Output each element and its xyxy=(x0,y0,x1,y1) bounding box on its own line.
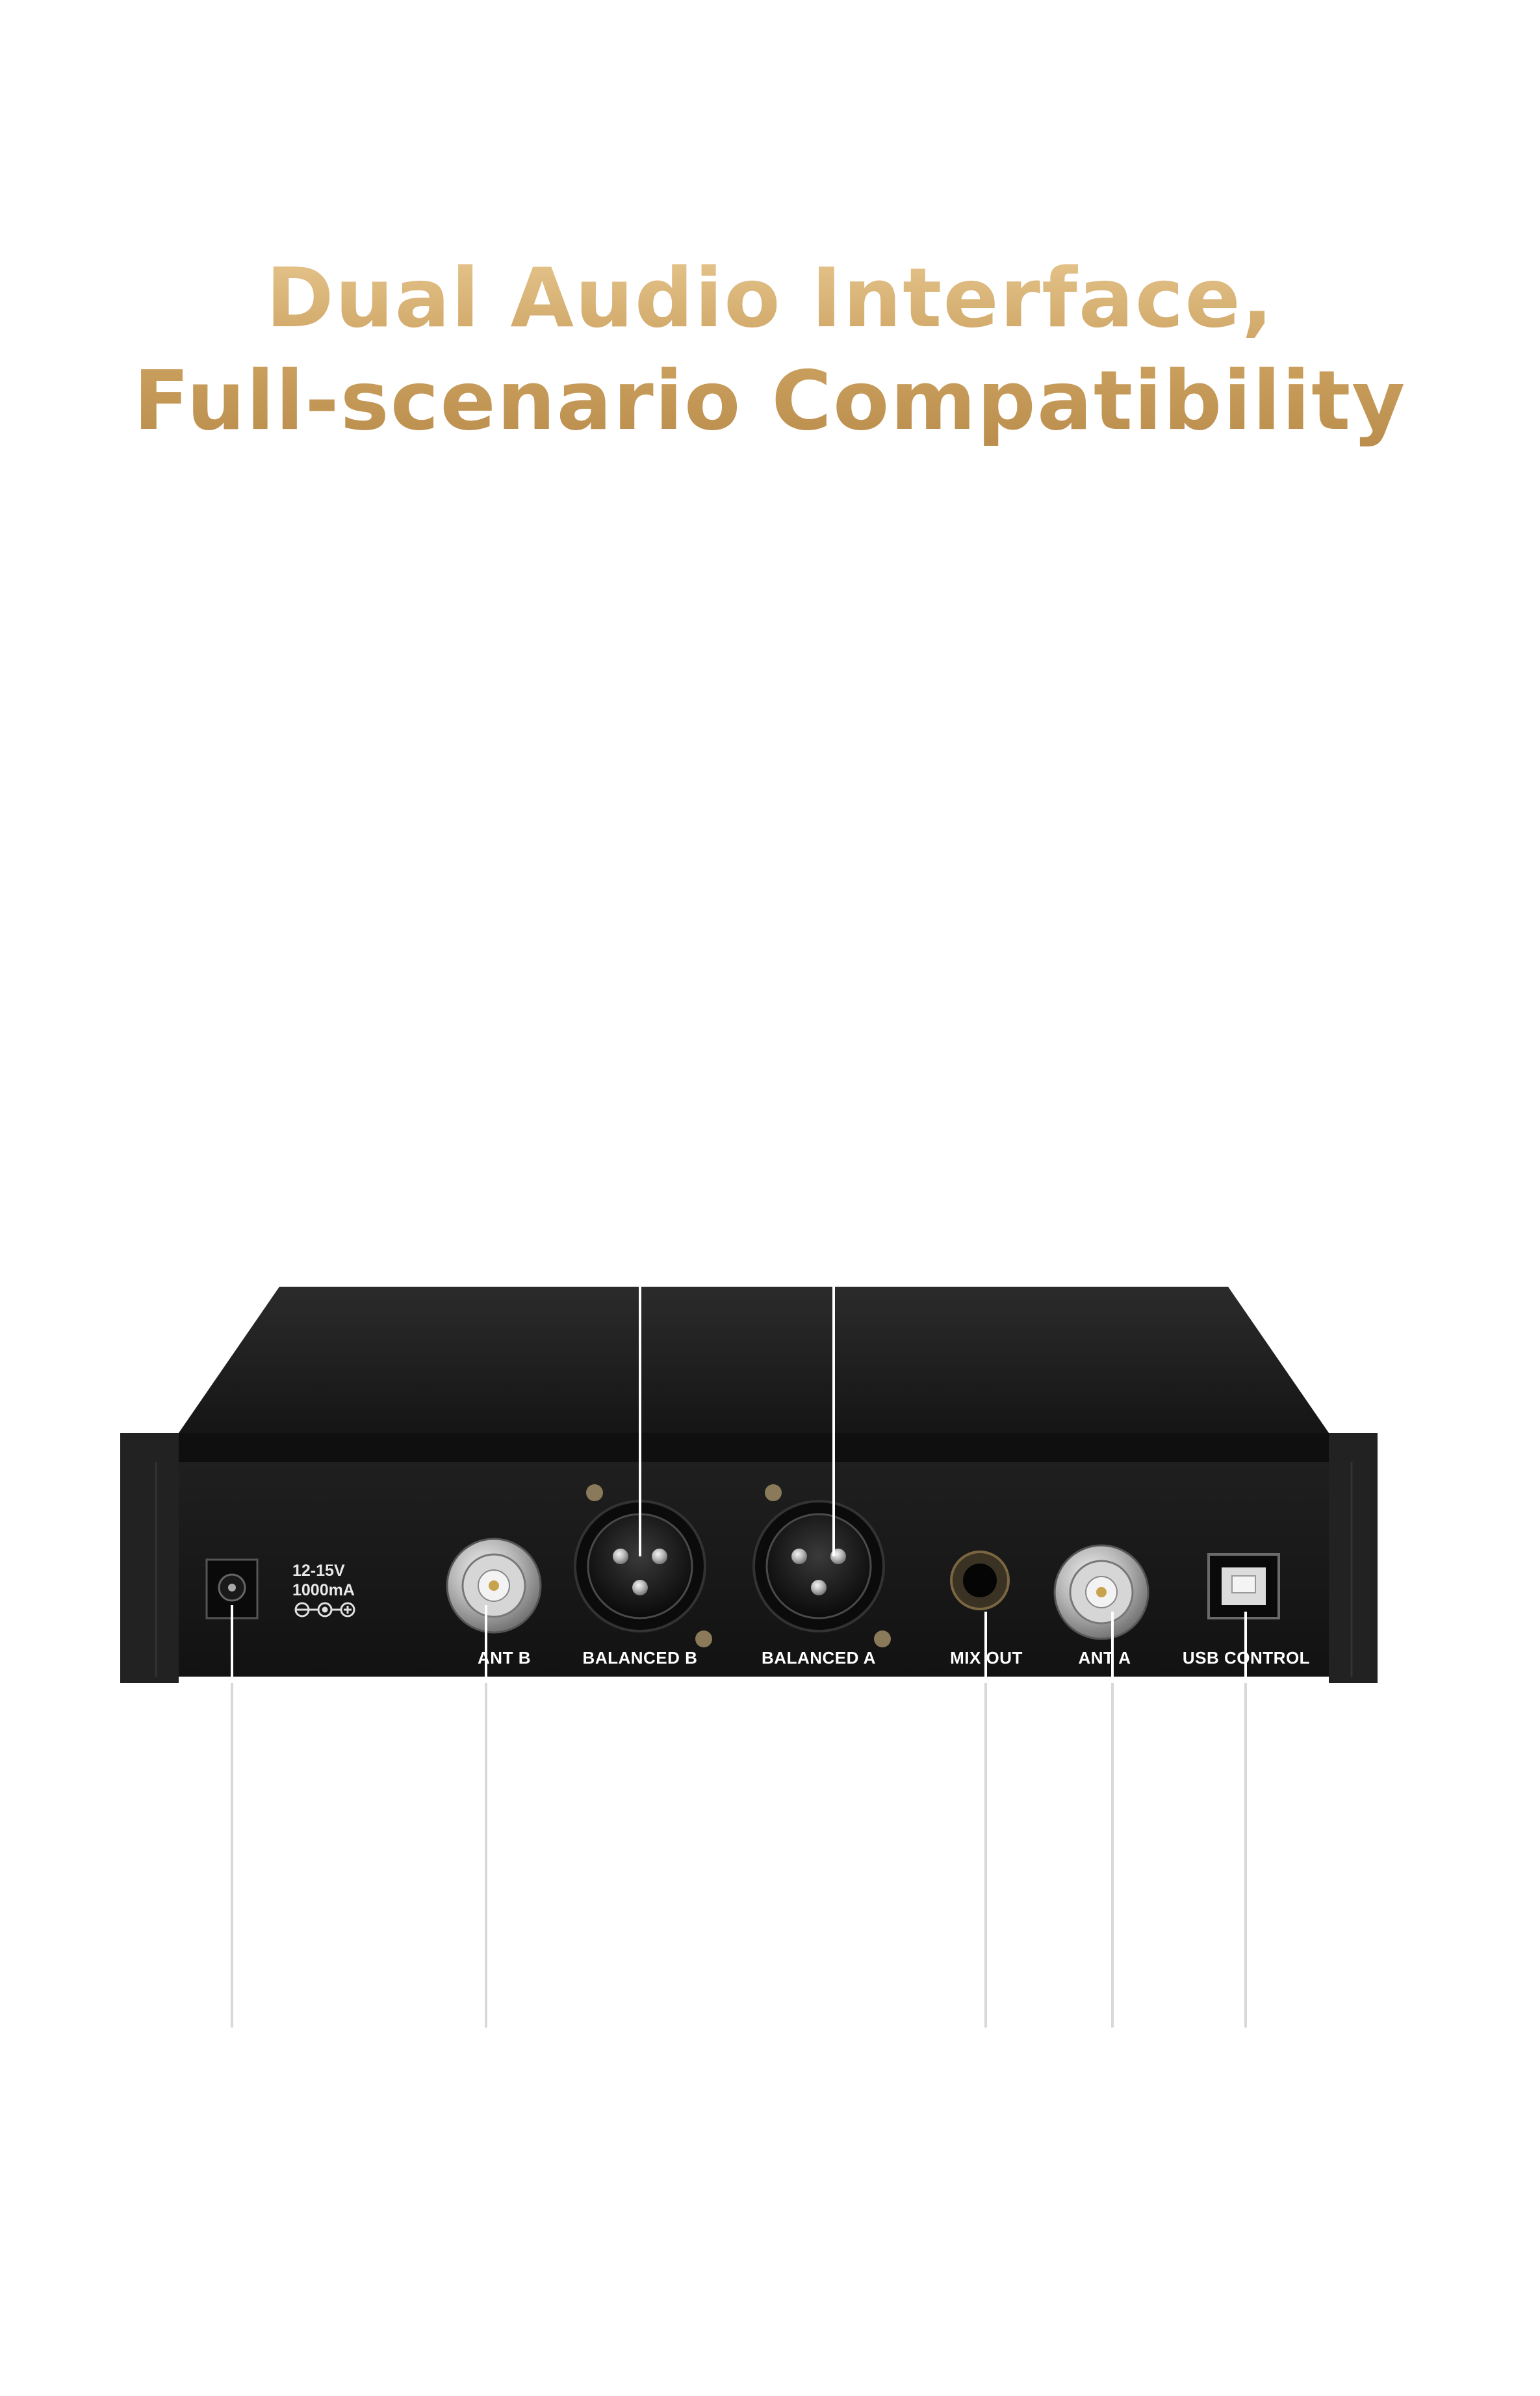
right-flange xyxy=(1329,1433,1378,1683)
bnc-connector-icon[interactable] xyxy=(446,1538,542,1634)
chassis-top xyxy=(179,1287,1329,1433)
dc-polarity-icon xyxy=(294,1602,355,1617)
xlr-connector-icon[interactable] xyxy=(752,1484,891,1647)
left-flange xyxy=(120,1433,179,1683)
port-label-balanced-b: BALANCED B xyxy=(583,1648,698,1668)
callout-lines-below xyxy=(231,1683,1247,2028)
chassis-lip xyxy=(179,1433,1329,1462)
dc-jack-icon[interactable] xyxy=(205,1558,259,1619)
port-label-balanced-a: BALANCED A xyxy=(762,1648,876,1668)
bnc-connector-icon[interactable] xyxy=(1053,1544,1149,1640)
callout-lines xyxy=(231,1287,1247,1683)
port-label-ant-a: ANT A xyxy=(1079,1648,1131,1668)
power-voltage: 12-15V xyxy=(292,1562,345,1580)
jack-socket-icon[interactable] xyxy=(950,1551,1010,1610)
power-current: 1000mA xyxy=(292,1581,355,1599)
usb-b-port-icon[interactable] xyxy=(1207,1553,1280,1619)
